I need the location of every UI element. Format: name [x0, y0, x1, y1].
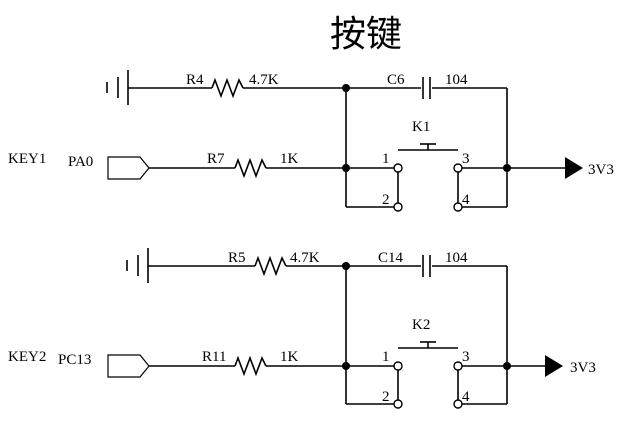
switch-k2	[397, 341, 459, 400]
junction-dot	[503, 164, 511, 172]
switch-pin	[453, 202, 463, 212]
resistor-r11	[234, 355, 267, 377]
capacitor-value: 104	[445, 72, 468, 88]
resistor-value: 4.7K	[290, 250, 320, 266]
power-arrow	[545, 355, 563, 377]
junction-dot	[342, 164, 350, 172]
junction-dot	[342, 362, 350, 370]
pin-number: 1	[382, 349, 390, 365]
pin-number: 3	[462, 349, 470, 365]
resistor-r7	[234, 157, 267, 179]
ground-symbol	[106, 70, 129, 105]
resistor-r5	[254, 255, 287, 277]
switch-pin	[453, 399, 463, 409]
resistor-label: R4	[186, 72, 204, 88]
port-label: PC13	[58, 352, 91, 368]
power-label: 3V3	[570, 360, 596, 376]
key-label: KEY2	[8, 349, 46, 365]
pin-number: 1	[382, 151, 390, 167]
switch-pin	[453, 361, 463, 371]
ground-symbol	[126, 248, 149, 283]
capacitor-c14	[422, 255, 431, 277]
pin-number: 3	[462, 151, 470, 167]
port-connector	[107, 354, 150, 378]
capacitor-value: 104	[445, 250, 468, 266]
pin-number: 4	[462, 389, 470, 405]
resistor-label: R11	[202, 349, 226, 365]
power-arrow	[565, 157, 583, 179]
resistor-r4	[211, 77, 244, 99]
power-label: 3V3	[588, 162, 614, 178]
switch-label: K2	[412, 317, 430, 333]
switch-pin	[393, 202, 403, 212]
switch-pin	[393, 399, 403, 409]
switch-label: K1	[412, 119, 430, 135]
key2-circuit: R5 4.7K C14 104 KEY2 PC13 R11 1K K2	[8, 248, 596, 409]
switch-pin	[393, 361, 403, 371]
switch-k1	[397, 143, 459, 203]
resistor-value: 1K	[280, 349, 299, 365]
resistor-value: 1K	[280, 151, 299, 167]
schematic-title: 按键	[330, 14, 402, 55]
switch-pin	[393, 163, 403, 173]
resistor-label: R7	[207, 151, 225, 167]
capacitor-label: C14	[378, 250, 404, 266]
port-connector	[107, 156, 150, 180]
pin-number: 4	[462, 192, 470, 208]
switch-pin	[453, 163, 463, 173]
pin-number: 2	[382, 192, 390, 208]
resistor-value: 4.7K	[249, 72, 279, 88]
port-label: PA0	[68, 154, 93, 170]
junction-dot	[503, 362, 511, 370]
capacitor-label: C6	[387, 72, 405, 88]
capacitor-c6	[422, 77, 431, 99]
key1-circuit: R4 4.7K C6 104 KEY1 PA0 R7 1K	[8, 70, 614, 212]
pin-number: 2	[382, 389, 390, 405]
resistor-label: R5	[228, 250, 246, 266]
key-label: KEY1	[8, 151, 46, 167]
